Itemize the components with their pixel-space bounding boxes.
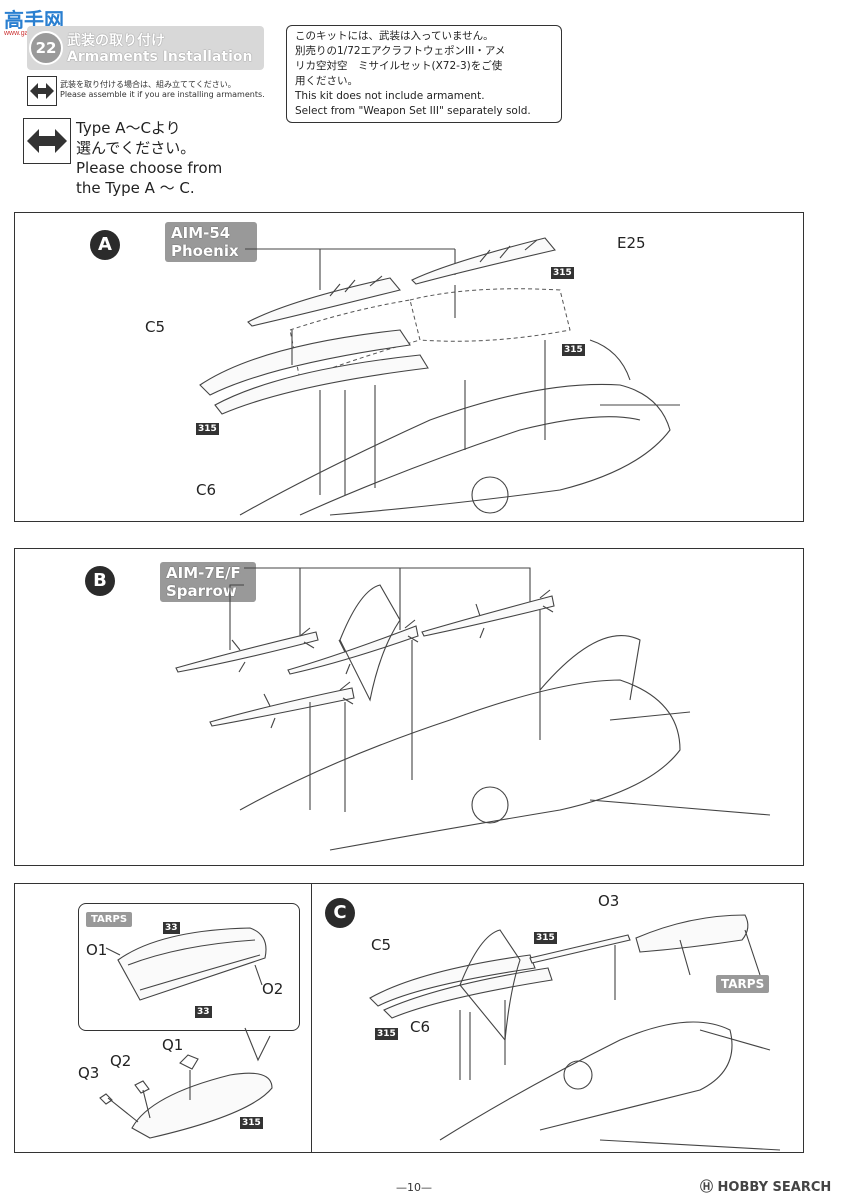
part-o3-label: O3 [598, 892, 620, 910]
tarps-inset-tag: TARPS [86, 912, 133, 927]
paint-badge: 315 [562, 344, 585, 356]
step-title-en: Armaments Installation [67, 49, 253, 65]
hobby-search-brand: Ⓗ HOBBY SEARCH [700, 1180, 832, 1195]
part-c6-label: C6 [196, 481, 217, 499]
tarps-inset-bubble [78, 903, 300, 1031]
panel-type-b [14, 548, 804, 866]
part-o2-label: O2 [262, 980, 284, 998]
part-q2-label: Q2 [110, 1052, 132, 1070]
step-title-jp: 武装の取り付け [67, 33, 165, 49]
no-armament-notice: このキットには、武装は入っていません。 別売りの1/72エアクラフトウェポンII… [286, 25, 562, 123]
part-c5-label: C5 [371, 936, 392, 954]
paint-badge: 315 [196, 423, 219, 435]
paint-badge: 33 [163, 922, 180, 934]
step-number: 22 [29, 31, 63, 65]
type-a-marker: A [90, 230, 120, 260]
choose-arrow-icon [23, 118, 71, 164]
paint-badge: 315 [534, 932, 557, 944]
page-number: —10— [396, 1181, 432, 1194]
part-q3-label: Q3 [78, 1064, 100, 1082]
aim7-sparrow-tag: AIM-7E/F Sparrow [160, 562, 256, 602]
optional-arrow-icon [27, 76, 57, 106]
paint-badge: 315 [551, 267, 574, 279]
aim54-phoenix-tag: AIM-54 Phoenix [165, 222, 257, 262]
step-header: 22 武装の取り付け Armaments Installation [27, 26, 264, 70]
paint-badge: 315 [240, 1117, 263, 1129]
type-c-marker: C [325, 898, 355, 928]
part-c6-label: C6 [410, 1018, 431, 1036]
part-c5-label: C5 [145, 318, 166, 336]
choose-type-instruction: Type A～Cより 選んでください。 Please choose from t… [76, 119, 223, 197]
part-o1-label: O1 [86, 941, 108, 959]
paint-badge: 315 [375, 1028, 398, 1040]
optional-note: 武装を取り付ける場合は、組み立ててください。 Please assemble i… [60, 80, 265, 99]
part-q1-label: Q1 [162, 1036, 184, 1054]
part-e25-label: E25 [617, 234, 646, 252]
hobby-search-logo-icon: Ⓗ [700, 1180, 718, 1195]
paint-badge: 33 [195, 1006, 212, 1018]
type-b-marker: B [85, 566, 115, 596]
tarps-tag: TARPS [716, 975, 770, 993]
